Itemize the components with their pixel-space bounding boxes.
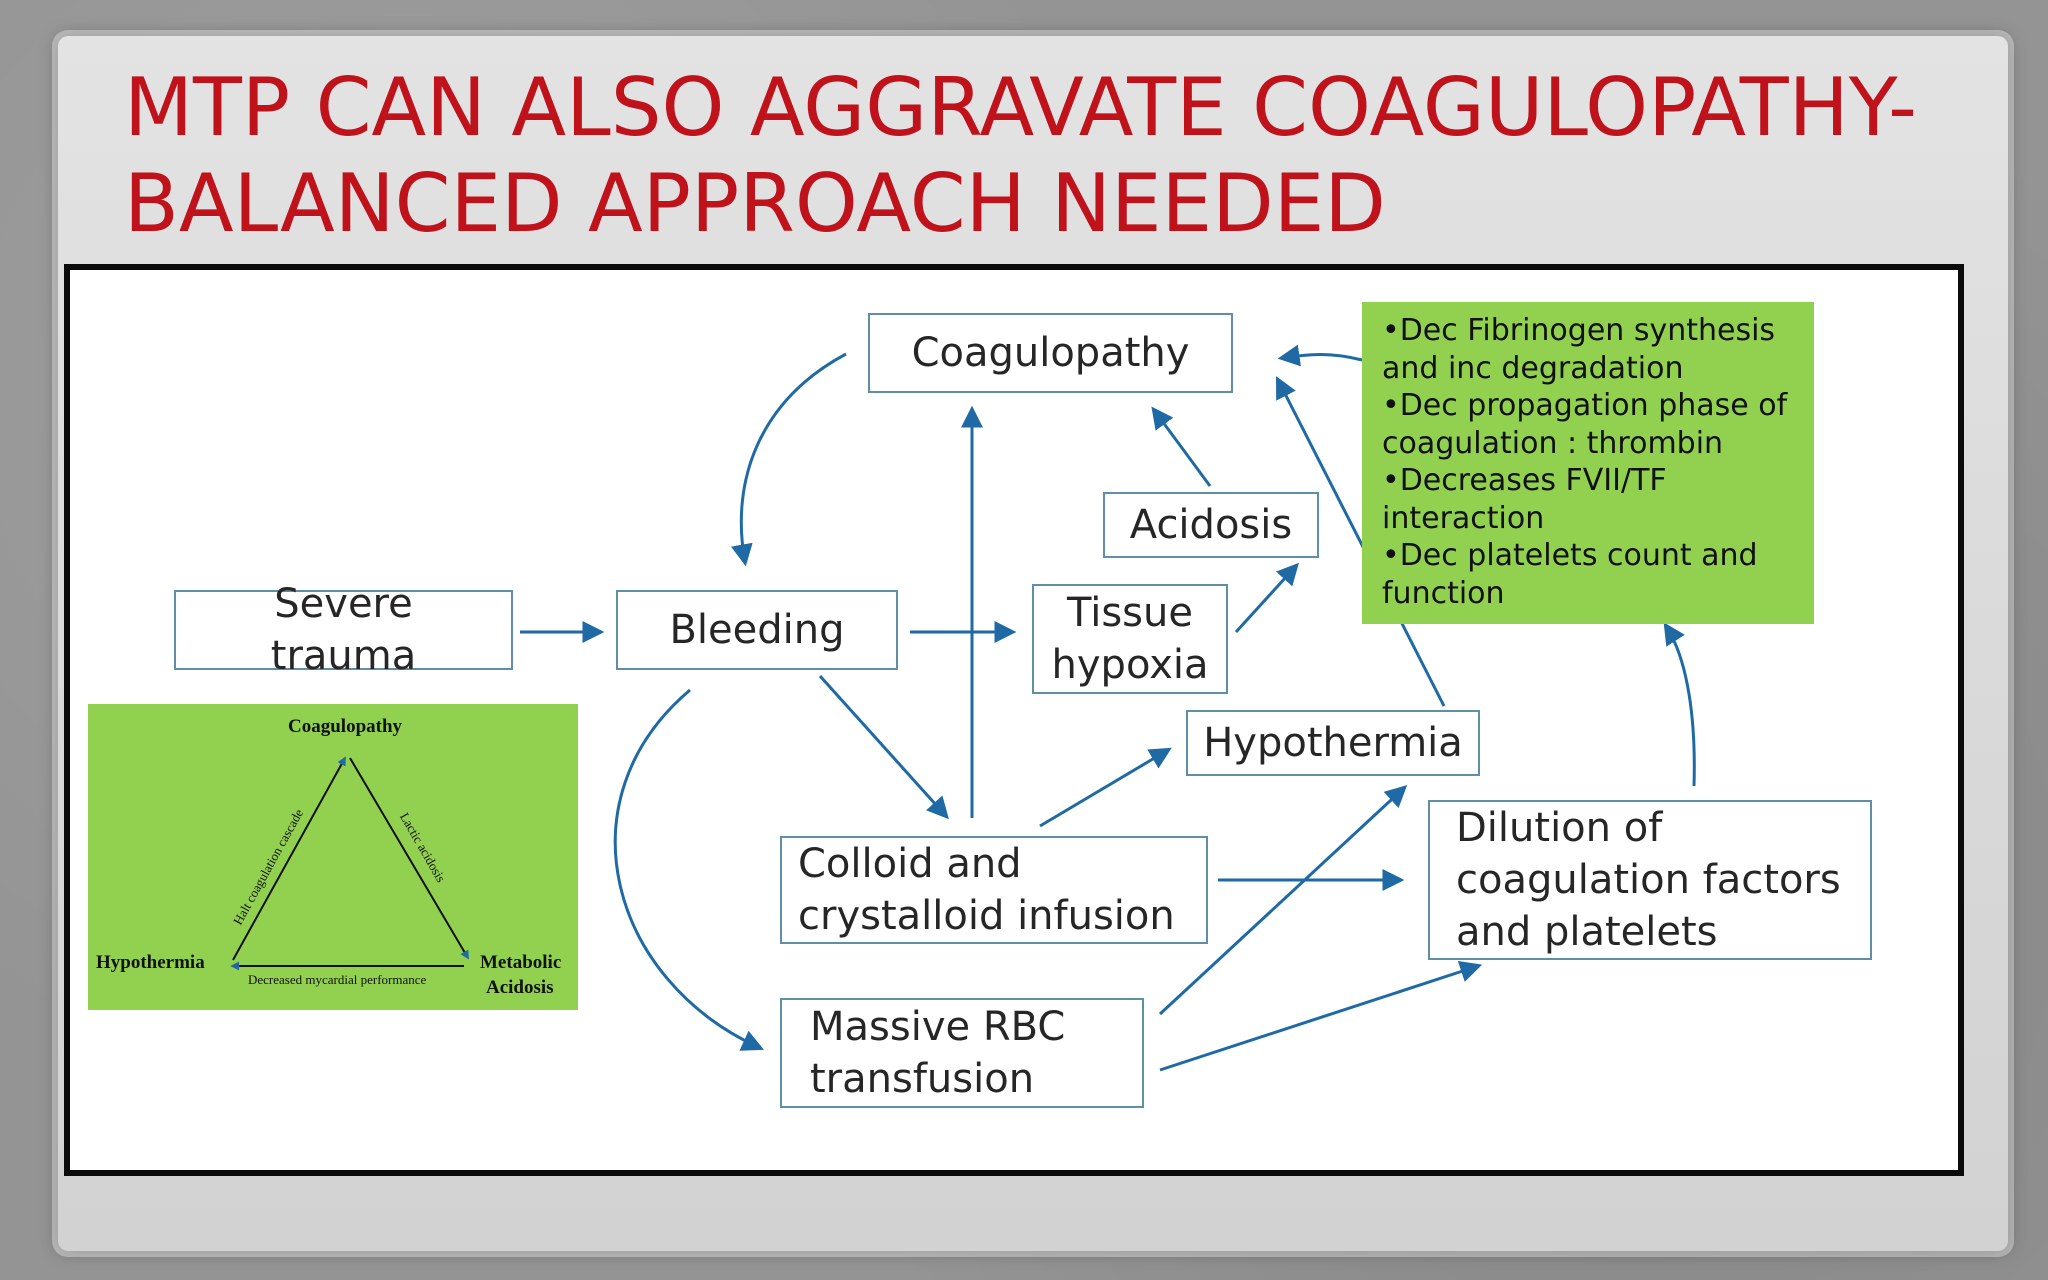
arrow-colloid-to-hypothermia [1039, 747, 1172, 828]
arrow-bleeding-to-colloid [818, 674, 949, 820]
node-acidosis: Acidosis [1103, 492, 1319, 558]
note-item: •Dec Fibrinogen synthesis and inc degrad… [1382, 313, 1776, 386]
lethal-triad-panel: Coagulopathy Hypothermia Metabolic Acido… [88, 704, 578, 1010]
note-item: •Dec propagation phase of coagulation : … [1382, 388, 1788, 461]
triad-triangle [230, 756, 469, 971]
title-line-2: BALANCED APPROACH NEEDED [124, 157, 1386, 250]
arrow-bleeding-to-rbc [613, 688, 765, 1051]
arrow-note-to-coag [1277, 344, 1363, 367]
arrow-hypoxia-to-acidosis [1234, 562, 1299, 634]
mechanism-note: •Dec Fibrinogen synthesis and inc degrad… [1362, 302, 1814, 624]
arrow-rbc-to-hypothermia [1158, 785, 1408, 1016]
triad-right-label-2: Acidosis [486, 977, 554, 998]
node-massive-rbc: Massive RBC transfusion [780, 998, 1144, 1108]
arrow-dilution-to-coag [1663, 622, 1696, 787]
node-tissue-hypoxia: Tissue hypoxia [1032, 584, 1228, 694]
node-colloid-infusion: Colloid and crystalloid infusion [780, 836, 1208, 944]
note-item: •Dec platelets count and function [1382, 538, 1758, 611]
note-item: •Decreases FVII/TF interaction [1382, 463, 1667, 536]
node-hypothermia: Hypothermia [1186, 710, 1480, 776]
title-line-1: MTP CAN ALSO AGGRAVATE COAGULOPATHY- [124, 61, 1918, 154]
arrow-rbc-to-dilution [1159, 961, 1483, 1072]
triad-top-label: Coagulopathy [288, 716, 403, 737]
node-bleeding: Bleeding [616, 590, 898, 670]
triad-right-label-1: Metabolic [480, 952, 562, 973]
node-coagulopathy: Coagulopathy [868, 313, 1233, 393]
triad-left-label: Hypothermia [96, 952, 205, 973]
node-severe-trauma: Severe trauma [174, 581, 513, 679]
node-dilution: Dilution of coagulation factors and plat… [1428, 800, 1872, 960]
slide-title: MTP CAN ALSO AGGRAVATE COAGULOPATHY- BAL… [124, 60, 1924, 252]
arrow-acidosis-to-coag [1151, 406, 1212, 487]
arrow-hypothermia-to-coag [1276, 376, 1446, 707]
arrow-coag-to-bleeding [731, 352, 847, 567]
triad-edge-bottom-label: Decreased mycardial performance [248, 972, 427, 987]
